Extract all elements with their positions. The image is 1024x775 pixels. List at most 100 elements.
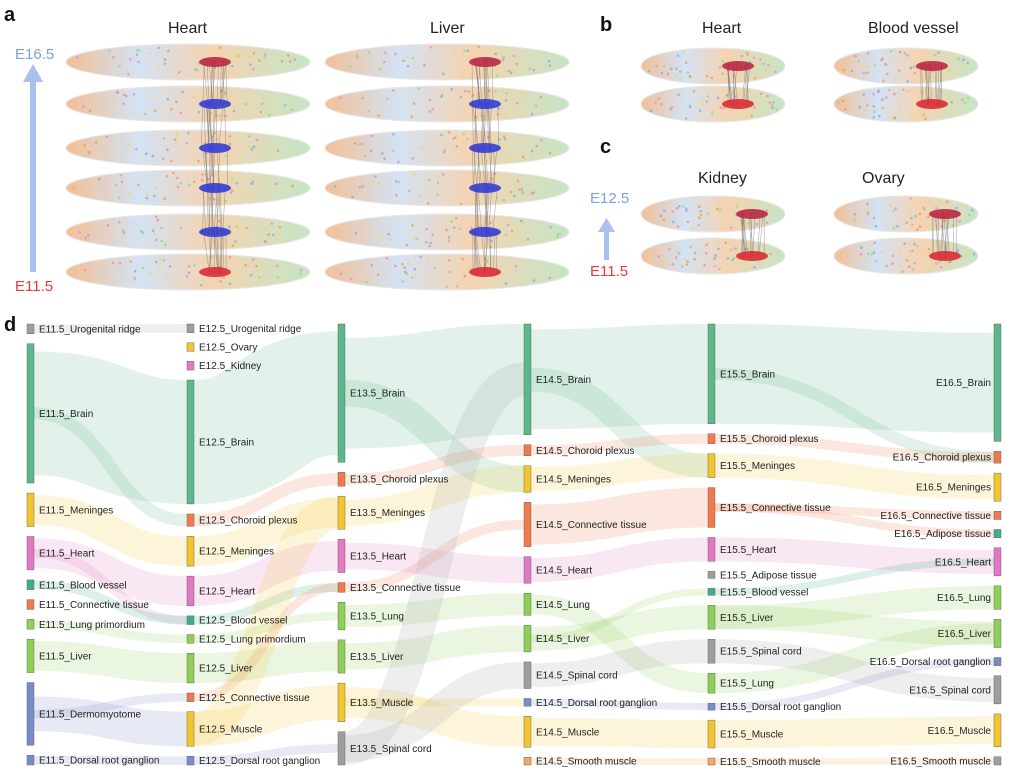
tissue-dot [250,148,253,151]
tissue-dot [284,104,287,107]
tissue-dot [170,108,173,111]
tissue-dot [699,109,702,112]
tissue-dot [860,246,863,249]
tissue-dot [915,112,918,115]
tissue-dot [276,238,279,241]
sankey-node-label: E15.5_Liver [720,613,774,624]
tissue-dot [252,195,255,198]
tissue-dot [407,65,410,68]
tissue-dot [853,219,856,222]
tissue-dot [892,115,895,118]
tissue-dot [899,51,902,54]
tissue-dot [689,75,692,78]
tissue-dot [510,72,513,75]
tissue-dot [462,133,465,136]
slice [325,254,569,290]
tissue-dot [531,150,534,153]
slice [66,44,310,80]
tissue-dot [121,181,124,184]
time-arrow-c [598,218,615,260]
sankey-node-label: E13.5_Muscle [350,698,414,709]
tissue-dot [232,244,235,247]
tissue-dot [889,205,892,208]
sankey-node [27,683,34,746]
tissue-dot [272,234,275,237]
tissue-dot [89,109,92,112]
tissue-dot [128,144,131,147]
tissue-dot [255,139,258,142]
tissue-dot [527,194,530,197]
tissue-dot [463,275,466,278]
slice [325,44,569,80]
tissue-dot [147,194,150,197]
tissue-dot [367,51,370,54]
tissue-dot [730,226,733,229]
tissue-dot [252,68,255,71]
tissue-dot [767,64,770,67]
tissue-dot [518,188,521,191]
tissue-dot [430,46,433,49]
tissue-dot [707,95,710,98]
tissue-dot [445,285,448,288]
sankey-node [708,703,715,710]
tissue-dot [466,138,469,141]
tissue-dot [469,267,472,270]
tissue-dot [411,224,414,227]
tissue-dot [149,52,152,55]
tissue-dot [901,270,904,273]
tissue-dot [967,253,970,256]
tissue-dot [882,107,885,110]
tissue-dot [374,175,377,178]
tissue-dot [196,69,199,72]
tissue-dot [456,137,459,140]
sankey-node-label: E12.5_Ovary [199,343,257,354]
cell-cluster [199,267,231,277]
tissue-dot [717,97,720,100]
tissue-dot [866,66,869,69]
tissue-dot [392,149,395,152]
tissue-dot [765,69,768,72]
tissue-dot [878,115,881,118]
sankey-node-label: E12.5_Dorsal root ganglion [199,756,320,767]
tissue-dot [155,261,158,264]
sankey-node [994,757,1001,765]
tissue-dot [349,65,352,68]
tissue-dot [276,264,279,267]
tissue-dot [489,181,492,184]
tissue-dot [463,49,466,52]
tissue-dot [913,65,916,68]
tissue-dot [448,240,451,243]
tissue-dot [549,152,552,155]
tissue-dot [229,142,232,145]
tissue-dot [180,182,183,185]
slice [66,254,310,290]
tissue-dot [520,98,523,101]
tissue-dot [413,102,416,105]
tissue-dot [394,265,397,268]
tissue-dot [682,205,685,208]
tissue-dot [411,57,414,60]
tissue-dot [968,214,971,217]
tissue-dot [456,145,459,148]
sankey-node-label: E11.5_Brain [39,409,93,420]
tissue-dot [228,226,231,229]
tissue-dot [677,93,680,96]
tissue-dot [537,153,540,156]
tissue-dot [128,193,131,196]
tissue-dot [153,195,156,198]
tissue-dot [529,68,532,71]
sankey-node [187,756,194,765]
tissue-dot [873,241,876,244]
tissue-dot [461,258,464,261]
sankey-node-label: E15.5_Brain [720,369,775,380]
tissue-dot [174,138,177,141]
tissue-dot [477,46,480,49]
sankey-node [524,662,531,689]
tissue-dot [916,228,919,231]
tissue-dot [428,245,431,248]
tissue-dot [394,53,397,56]
tissue-dot [244,264,247,267]
tissue-dot [522,156,525,159]
cell-cluster [736,209,768,219]
tissue-dot [904,52,907,55]
